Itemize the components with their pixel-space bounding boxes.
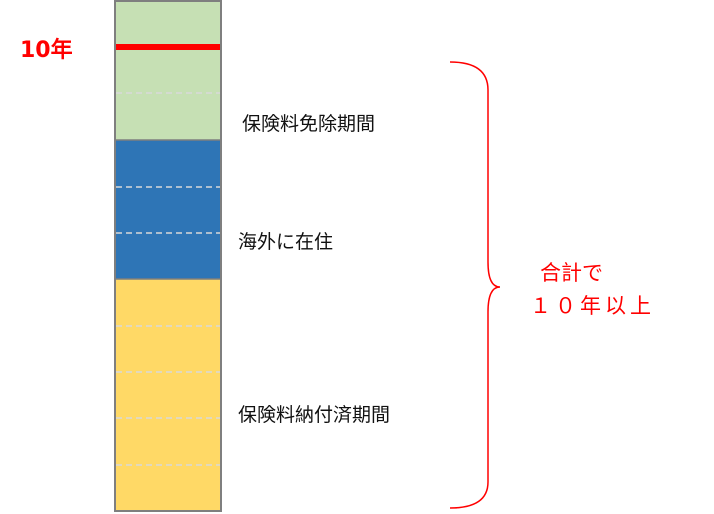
segment-label-paid: 保険料納付済期間 xyxy=(238,404,391,426)
ten-year-marker xyxy=(116,44,220,50)
segment-label-overseas: 海外に在住 xyxy=(238,231,334,253)
ten-year-label: 10年 xyxy=(20,38,73,63)
brace xyxy=(449,61,501,509)
total-label-line2: １０年以上 xyxy=(530,294,655,318)
total-label-line1: 合計で xyxy=(540,261,603,285)
segment-label-exempt: 保険料免除期間 xyxy=(242,113,376,135)
column-border xyxy=(114,0,222,512)
year-dividers xyxy=(116,92,220,466)
segment-overseas xyxy=(115,140,221,279)
segment-exempt xyxy=(115,1,221,140)
segment-paid xyxy=(115,279,221,511)
